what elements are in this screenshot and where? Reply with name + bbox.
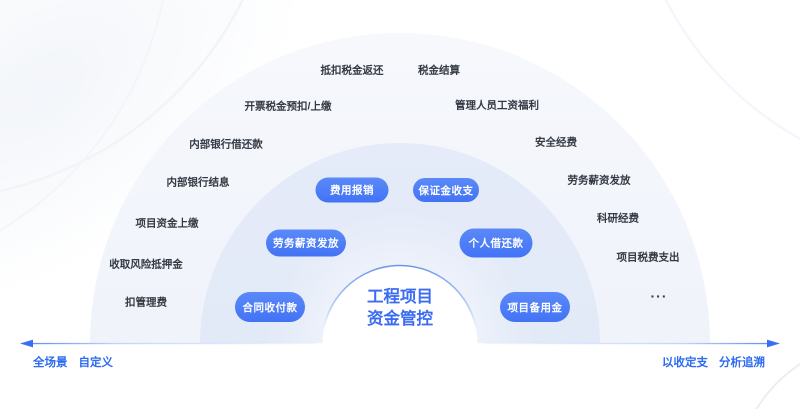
label-research-fund: 科研经费 — [597, 212, 639, 225]
label-internal-bank-interest: 内部银行结息 — [166, 176, 230, 189]
label-internal-bank-loan: 内部银行借还款 — [189, 138, 263, 151]
footer-tag-all-scenarios: 全场景 — [33, 357, 68, 369]
left-arrow-line — [31, 342, 318, 345]
label-labor-salary: 劳务薪资发放 — [567, 174, 631, 187]
center-title-line1: 工程项目 — [367, 288, 433, 306]
right-arrow-line — [482, 342, 769, 345]
label-tax-refund: 抵扣税金返还 — [320, 64, 384, 77]
label-invoice-tax-withhold: 开票税金预扣/上缴 — [244, 100, 332, 113]
label-safety-fund: 安全经费 — [535, 136, 577, 149]
left-arrow-head — [20, 339, 33, 348]
pill-project-reserve: 项目备用金 — [500, 292, 570, 322]
center-title-line2: 资金管控 — [367, 310, 433, 328]
pill-personal-loan: 个人借还款 — [459, 228, 533, 258]
pill-expense-reimburse: 费用报销 — [315, 177, 389, 203]
pill-labor-salary-pay: 劳务薪资发放 — [266, 229, 346, 257]
label-ellipsis: ··· — [650, 288, 668, 304]
right-arrow-head — [767, 339, 780, 348]
label-tax-settlement: 税金结算 — [418, 64, 460, 77]
footer-tag-income-based: 以收定支 — [662, 357, 708, 369]
center-title: 工程项目 资金管控 — [367, 286, 433, 330]
decor-arc-topright — [664, 0, 800, 140]
pill-deposit-inout: 保证金收支 — [413, 178, 479, 202]
footer-tag-trace-analysis: 分析追溯 — [719, 357, 765, 369]
footer-left-tags: 全场景 自定义 — [33, 354, 113, 370]
label-management-fee: 扣管理费 — [125, 296, 167, 309]
footer-tag-custom: 自定义 — [78, 357, 114, 369]
label-manager-salary: 管理人员工资福利 — [455, 99, 539, 112]
label-project-tax-expense: 项目税费支出 — [616, 251, 680, 264]
center-circle — [321, 264, 479, 409]
label-risk-deposit: 收取风险抵押金 — [109, 258, 183, 271]
label-project-fund-upward: 项目资金上缴 — [135, 217, 199, 230]
pill-contract-payment: 合同收付款 — [235, 292, 305, 322]
footer-right-tags: 以收定支 分析追溯 — [662, 354, 765, 370]
